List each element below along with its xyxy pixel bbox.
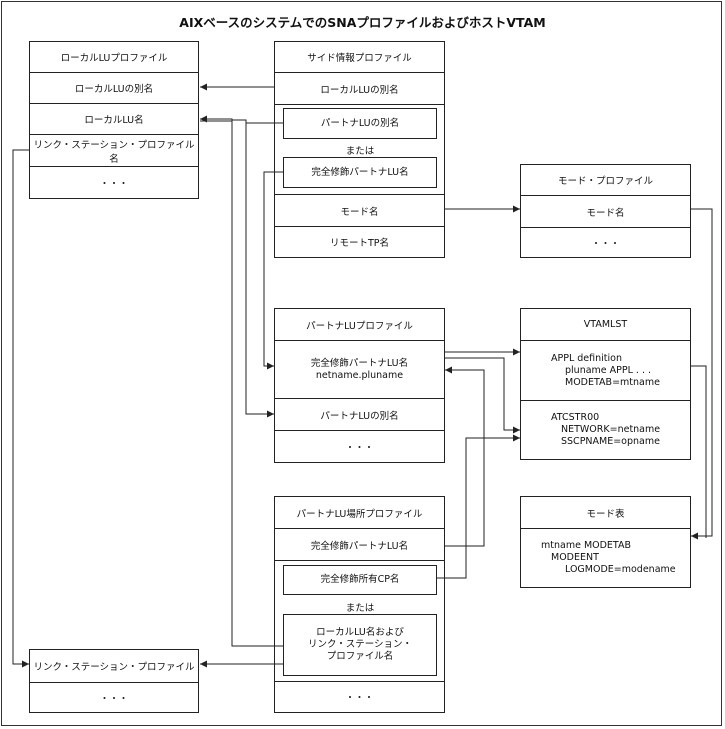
arrow-appl-to-mode-table	[691, 365, 707, 538]
side-info-profile: サイド情報プロファイル ローカルLUの別名 モード名 リモートTP名	[274, 41, 445, 258]
vtamlst: VTAMLST APPL definition pluname APPL . .…	[520, 308, 691, 460]
link-station-profile-name-row: リンク・ステーション・プロファイル名	[30, 135, 198, 167]
partner-location-fq-partner-row: 完全修飾パートナLU名	[275, 529, 444, 561]
local-lu-profile-header: ローカルLUプロファイル	[30, 42, 198, 73]
vtamlst-header: VTAMLST	[521, 309, 690, 341]
arrow-local-name-to-location	[200, 120, 283, 647]
local-lu-more-row: ・・・	[99, 178, 129, 190]
partner-lu-header: パートナLUプロファイル	[275, 309, 444, 341]
partner-location-option-section	[275, 561, 444, 682]
arrow-fq-partner-to-partner-lu	[263, 171, 283, 370]
mode-table-line-3: LOGMODE=modename	[565, 564, 676, 575]
side-info-partner-alias-box: パートナLUの別名	[283, 108, 437, 139]
vtamlst-appl-line-1: APPL definition	[551, 352, 622, 364]
partner-lu-fq-row: 完全修飾パートナLU名 netname.pluname	[275, 341, 444, 399]
mode-table-body: mtname MODETAB MODEENT LOGMODE=modename	[521, 529, 690, 587]
vtamlst-atcstr-line-3: SSCPNAME=opname	[561, 436, 660, 447]
partner-lu-more-row: ・・・	[345, 442, 374, 454]
mode-profile-mode-name-row: モード名	[521, 196, 690, 228]
arrow-link-name-to-link-station	[12, 149, 29, 668]
partner-lu-profile: パートナLUプロファイル 完全修飾パートナLU名 netname.pluname…	[274, 308, 445, 463]
side-info-remote-tp-row: リモートTP名	[329, 238, 390, 249]
partner-location-or-label: または	[345, 603, 375, 614]
partner-location-local-line-3: プロファイル名	[326, 651, 394, 662]
partner-lu-fq-value: netname.pluname	[315, 369, 404, 381]
vtamlst-atcstr-line-1: ATCSTR00	[551, 412, 600, 423]
local-lu-alias-row: ローカルLUの別名	[30, 73, 198, 104]
arrow-location-fq-to-partner-lu	[445, 366, 485, 547]
side-info-partner-section	[275, 105, 444, 195]
side-info-header: サイド情報プロファイル	[275, 42, 444, 73]
diagram-title: AIXベースのシステムでのSNAプロファイルおよびホストVTAM	[179, 15, 546, 30]
partner-location-local-lu-box: ローカルLU名および リンク・ステーション・ プロファイル名	[283, 614, 437, 676]
link-station-profile: リンク・ステーション・プロファイル ・・・	[29, 649, 199, 713]
vtamlst-appl-section: APPL definition pluname APPL . . . MODET…	[521, 341, 690, 401]
partner-location-header: パートナLU場所プロファイル	[275, 497, 444, 529]
side-info-mode-name-row: モード名	[275, 195, 444, 227]
mode-table: モード表 mtname MODETAB MODEENT LOGMODE=mode…	[520, 496, 691, 588]
arrow-partner-alias-to-partner-lu-alias	[245, 122, 283, 418]
link-station-more-row: ・・・	[99, 693, 129, 705]
arrow-partner-lu-to-vtam-atcstr	[445, 357, 520, 434]
side-info-or-label: または	[345, 146, 375, 157]
mode-table-line-1: mtname MODETAB	[541, 540, 632, 551]
vtamlst-appl-line-2: pluname APPL . . .	[565, 364, 652, 376]
vtamlst-atcstr-section: ATCSTR00 NETWORK=netname SSCPNAME=opname	[521, 401, 690, 459]
arrow-owner-cp-to-vtam-atcstr	[437, 434, 520, 579]
vtamlst-atcstr-line-2: NETWORK=netname	[561, 424, 661, 435]
partner-lu-alias-row: パートナLUの別名	[275, 399, 444, 431]
side-info-local-alias-row: ローカルLUの別名	[275, 73, 444, 105]
link-station-header: リンク・ステーション・プロファイル	[30, 650, 198, 683]
partner-location-profile: パートナLU場所プロファイル 完全修飾パートナLU名 ・・・	[274, 496, 445, 713]
local-lu-profile: ローカルLUプロファイル ローカルLUの別名 ローカルLU名 リンク・ステーショ…	[29, 41, 199, 199]
partner-location-fq-owner-cp-box: 完全修飾所有CP名	[283, 565, 437, 595]
side-info-fq-partner-box: 完全修飾パートナLU名	[283, 157, 437, 188]
arrow-mode-profile-to-mode-table	[691, 208, 713, 540]
partner-lu-fq-name: 完全修飾パートナLU名	[310, 357, 409, 369]
mode-profile: モード・プロファイル モード名 ・・・	[520, 164, 691, 258]
mode-profile-more-row: ・・・	[591, 238, 620, 250]
partner-location-local-line-2: リンク・ステーション・	[307, 639, 413, 650]
partner-location-more-row: ・・・	[345, 693, 374, 704]
local-lu-name-row: ローカルLU名	[30, 104, 198, 135]
mode-table-header: モード表	[521, 497, 690, 529]
mode-profile-header: モード・プロファイル	[521, 165, 690, 196]
partner-location-local-line-1: ローカルLU名および	[316, 627, 404, 638]
vtamlst-appl-line-3: MODETAB=mtname	[565, 376, 660, 388]
mode-table-line-2: MODEENT	[551, 552, 599, 563]
